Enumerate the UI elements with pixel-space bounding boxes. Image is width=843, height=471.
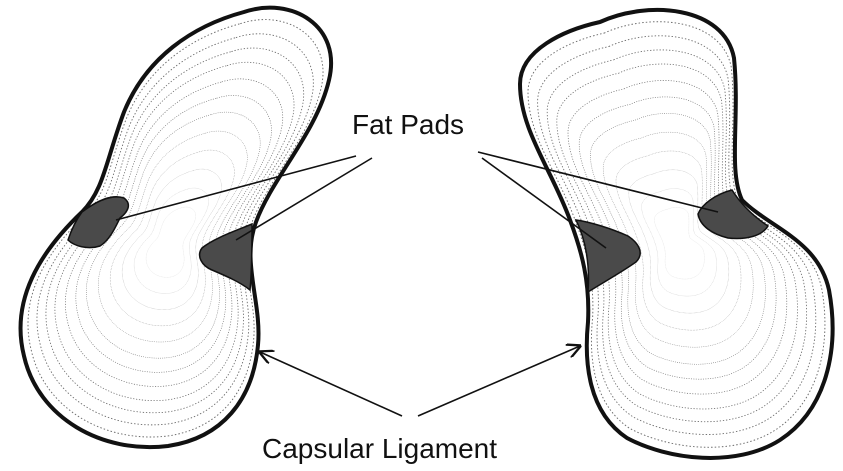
left-joint	[21, 8, 332, 447]
contour-line	[654, 207, 704, 279]
left-fat-pad-upper	[68, 197, 128, 248]
pointer-line-right-lower	[482, 158, 606, 248]
contour-line	[629, 170, 729, 313]
contour-line	[146, 207, 196, 277]
arrow-to-left-capsule	[260, 352, 402, 416]
contour-line	[134, 188, 209, 293]
contour-line	[538, 36, 816, 435]
left-fat-pad-lower	[200, 224, 252, 290]
right-joint	[520, 10, 833, 458]
pointer-line-left-upper	[116, 156, 356, 220]
right-joint-outline	[520, 10, 833, 458]
contour-line	[528, 22, 825, 448]
contour-line	[122, 169, 221, 310]
label-capsular-ligament: Capsular Ligament	[262, 433, 497, 464]
contour-line	[110, 150, 234, 326]
arrow-to-right-capsule	[418, 346, 580, 416]
fat-pad-pointer-lines	[116, 152, 718, 248]
capsular-ligament-arrows	[260, 346, 580, 416]
left-joint-outline	[21, 8, 332, 447]
label-fat-pads: Fat Pads	[352, 109, 464, 140]
right-joint-contour-lines	[528, 22, 825, 448]
